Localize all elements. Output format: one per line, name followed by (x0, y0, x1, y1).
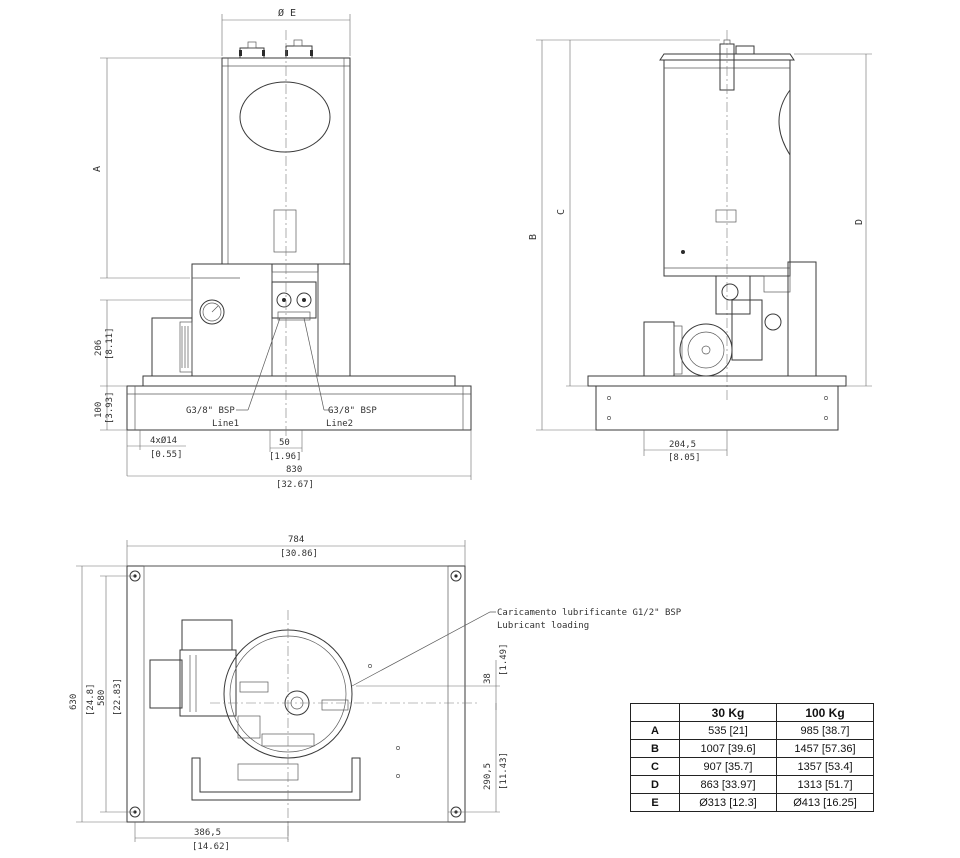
line1-thread: G3/8" BSP (186, 406, 235, 416)
value-30kg: 535 [21] (679, 721, 777, 740)
line2-thread: G3/8" BSP (328, 406, 377, 416)
value-30kg: Ø313 [12.3] (679, 793, 777, 812)
dim-38: 38 (483, 673, 493, 684)
dim-784-inch: [30.86] (280, 549, 318, 559)
line1-label: Line1 (212, 419, 239, 429)
value-100kg: 985 [38.7] (776, 721, 874, 740)
dim-206: 206 (94, 340, 104, 356)
dim-204-5: 204,5 (669, 440, 696, 450)
dim-100-inch: [3.93] (105, 391, 115, 424)
dim-830: 830 (286, 465, 302, 475)
dim-784: 784 (288, 535, 304, 545)
dim-386-5-inch: [14.62] (192, 842, 230, 852)
dim-B-label: B (528, 234, 539, 240)
dim-206-inch: [8.11] (105, 327, 115, 360)
dim-A-label: A (92, 166, 103, 172)
dim-386-5: 386,5 (194, 828, 221, 838)
row-key: D (630, 775, 680, 794)
dim-580-inch: [22.83] (113, 678, 123, 716)
dim-D-label: D (854, 219, 865, 225)
line2-label: Line2 (326, 419, 353, 429)
table-row: B 1007 [39.6] 1457 [57.36] (630, 739, 874, 758)
value-100kg: 1357 [53.4] (776, 757, 874, 776)
table-corner-cell (630, 703, 680, 722)
dim-E-label: Ø E (278, 7, 296, 19)
dimensions-table: 30 Kg 100 Kg A 535 [21] 985 [38.7] B 100… (630, 703, 874, 812)
dim-580: 580 (97, 690, 107, 706)
side-view: B C D 204,5 [8.05] (528, 30, 872, 463)
dim-50: 50 (279, 438, 290, 448)
table-row: A 535 [21] 985 [38.7] (630, 721, 874, 740)
dim-630-inch: [24.8] (86, 683, 96, 716)
dim-630: 630 (69, 694, 79, 710)
column-header-30kg: 30 Kg (679, 703, 777, 722)
table-row: D 863 [33.97] 1313 [51.7] (630, 775, 874, 794)
dim-C-label: C (556, 209, 567, 215)
top-view: 784 [30.86] 630 [24.8] 580 [22.83] Caric… (69, 535, 682, 852)
value-100kg: 1313 [51.7] (776, 775, 874, 794)
dim-38-inch: [1.49] (499, 643, 509, 676)
dim-holes-inch: [0.55] (150, 450, 183, 460)
table-header-row: 30 Kg 100 Kg (630, 703, 874, 722)
value-100kg: 1457 [57.36] (776, 739, 874, 758)
dim-holes: 4xØ14 (150, 435, 177, 446)
loading-port-it: Caricamento lubrificante G1/2" BSP (497, 608, 682, 618)
value-30kg: 863 [33.97] (679, 775, 777, 794)
value-30kg: 1007 [39.6] (679, 739, 777, 758)
row-key: E (630, 793, 680, 812)
dim-290-5-inch: [11.43] (499, 752, 509, 790)
row-key: C (630, 757, 680, 776)
dim-830-inch: [32.67] (276, 480, 314, 490)
loading-port-en: Lubricant loading (497, 621, 589, 631)
column-header-100kg: 100 Kg (776, 703, 874, 722)
dim-290-5: 290,5 (483, 763, 493, 790)
row-key: B (630, 739, 680, 758)
table-row: C 907 [35.7] 1357 [53.4] (630, 757, 874, 776)
row-key: A (630, 721, 680, 740)
value-30kg: 907 [35.7] (679, 757, 777, 776)
table-row: E Ø313 [12.3] Ø413 [16.25] (630, 793, 874, 812)
value-100kg: Ø413 [16.25] (776, 793, 874, 812)
dim-204-5-inch: [8.05] (668, 453, 701, 463)
dim-100: 100 (94, 402, 104, 418)
front-view: Ø E A 206 [8.11] 100 [3.93] 4xØ14 [0.55]… (92, 7, 472, 490)
dim-50-inch: [1.96] (269, 452, 302, 462)
